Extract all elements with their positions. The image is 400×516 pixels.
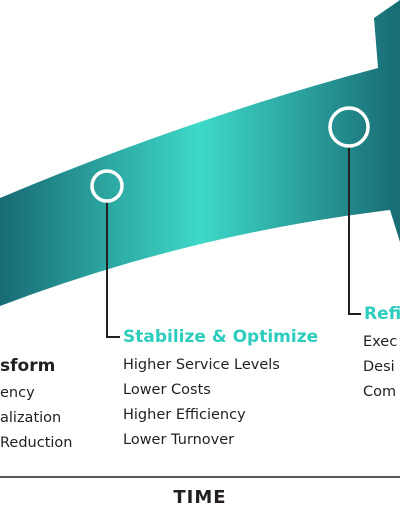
stage-title-transform: sform: [0, 356, 56, 376]
list-item: Exec: [363, 334, 398, 350]
timeline-arrow: [0, 0, 400, 306]
milestone-node-stabilize: [90, 169, 124, 203]
list-item: Desi: [363, 359, 395, 375]
milestone-node-refine: [328, 106, 370, 148]
list-item: Higher Efficiency: [123, 407, 246, 423]
list-item: Lower Costs: [123, 382, 211, 398]
list-item: Higher Service Levels: [123, 357, 280, 373]
list-item: Reduction: [0, 435, 73, 451]
list-item: ency: [0, 385, 35, 401]
time-axis-label: TIME: [173, 487, 227, 508]
stage-list-stabilize: Higher Service Levels Lower Costs Higher…: [123, 353, 280, 453]
stage-title-stabilize: Stabilize & Optimize: [123, 327, 319, 347]
connector-stabilize: [106, 201, 120, 338]
stage-list-transform: ency alization Reduction: [0, 381, 73, 456]
connector-refine: [348, 145, 361, 315]
list-item: Lower Turnover: [123, 432, 235, 448]
list-item: alization: [0, 410, 62, 426]
stage-list-refine: Exec Desi Com: [363, 330, 397, 405]
stage-title-refine: Refi: [364, 304, 400, 324]
list-item: Com: [363, 384, 397, 400]
